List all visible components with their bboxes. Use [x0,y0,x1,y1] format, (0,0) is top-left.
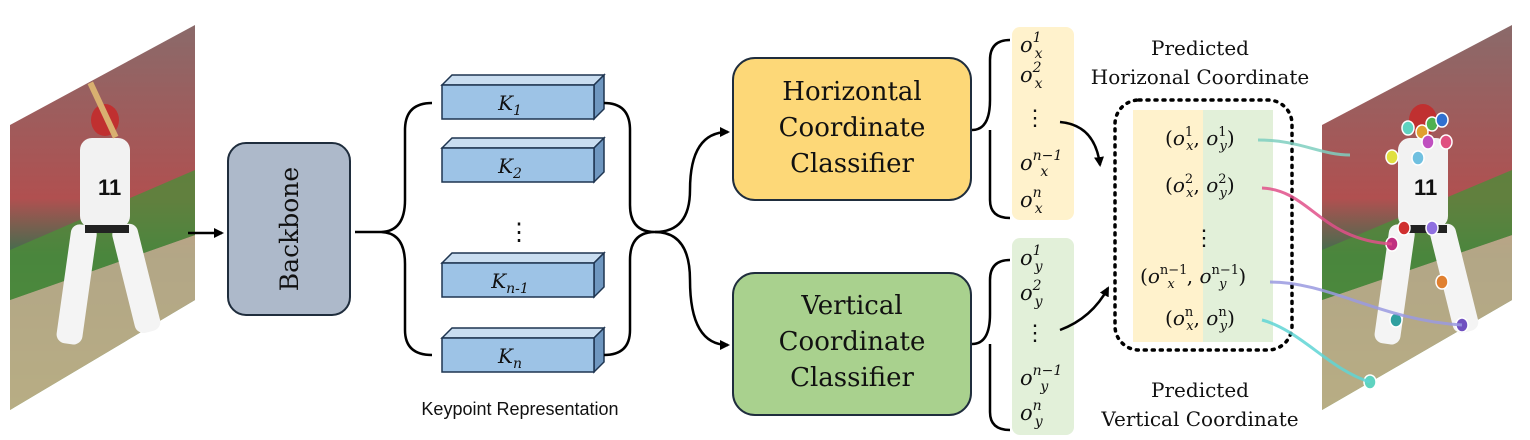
keypoint-dot [1425,220,1439,236]
keypoint-dot [1435,112,1449,128]
to-horizontal-arrow [654,127,730,234]
keypoint-caption: Keypoint Representation [421,399,618,419]
to-vertical-arrow [654,230,730,350]
backbone-brace [355,101,433,357]
horizontal-output-brace [971,38,1011,220]
keypoint-dot [1421,134,1435,150]
oy-ellipsis: ⋮ [1024,321,1046,346]
keypoint-dot [1435,274,1449,290]
connector-3 [1269,280,1463,327]
horizontal-classifier-line-1: Horizontal [782,77,921,107]
horizontal-classifier-line-2: Coordinate [779,113,926,143]
output-image: 11 [1322,25,1512,410]
oy-list-background [1012,238,1074,435]
vertical-classifier-line-3: Classifier [790,363,914,393]
keypoint-label-3: Kn-1 [490,269,529,297]
vertical-output-brace [971,258,1011,432]
keypoint-dot [1385,149,1399,165]
ox-ellipsis: ⋮ [1024,106,1046,131]
predicted-vertical-title-1: Predicted [1151,378,1249,402]
stack-brace [603,101,656,357]
svg-text:11: 11 [98,175,121,200]
vertical-classifier-line-1: Vertical [800,291,902,321]
keypoint-box-3: Kn-1 [440,251,606,299]
predicted-horizontal-title-1: Predicted [1151,36,1249,60]
keypoint-dot [1439,134,1453,150]
horizontal-classifier-line-3: Classifier [790,149,914,179]
vertical-classifier: Vertical Coordinate Classifier [732,272,972,416]
vertical-classifier-line-2: Coordinate [779,327,926,357]
keypoint-dot [1411,150,1425,166]
keypoint-ellipsis: ⋮ [507,218,531,246]
horizontal-classifier: Horizontal Coordinate Classifier [732,57,972,201]
input-image: 11 [10,25,195,410]
predicted-horizontal-title-2: Horizonal Coordinate [1091,65,1309,89]
keypoint-box-2: K2 [440,136,606,184]
keypoint-label-1: K1 [497,91,522,119]
backbone-block: Backbone [227,142,351,316]
predicted-x-band [1133,110,1203,342]
coordinate-connectors [1257,138,1463,384]
keypoint-label-2: K2 [497,154,522,182]
keypoint-label-4: Kn [497,344,522,372]
predicted-y-band [1203,110,1273,342]
backbone-label: Backbone [275,167,304,291]
svg-text:11: 11 [1414,175,1437,200]
batter-figure-output: 11 [1374,104,1479,345]
predicted-box [1113,98,1294,352]
connector-1 [1257,138,1351,157]
ox-to-predicted-arrow [1059,120,1104,167]
keypoint-box-4: Kn [440,326,606,374]
predicted-vertical-title-2: Vertical Coordinate [1100,407,1298,431]
batter-figure: 11 [56,81,161,345]
connector-2 [1261,186,1393,246]
keypoint-box-1: K1 [440,73,606,121]
keypoint-dot [1401,120,1415,136]
connector-4 [1261,318,1371,384]
predicted-ellipsis: ⋮ [1193,226,1215,251]
oy-to-predicted-arrow [1059,286,1110,332]
ox-list-background [1012,27,1074,220]
keypoint-dot [1397,220,1411,236]
